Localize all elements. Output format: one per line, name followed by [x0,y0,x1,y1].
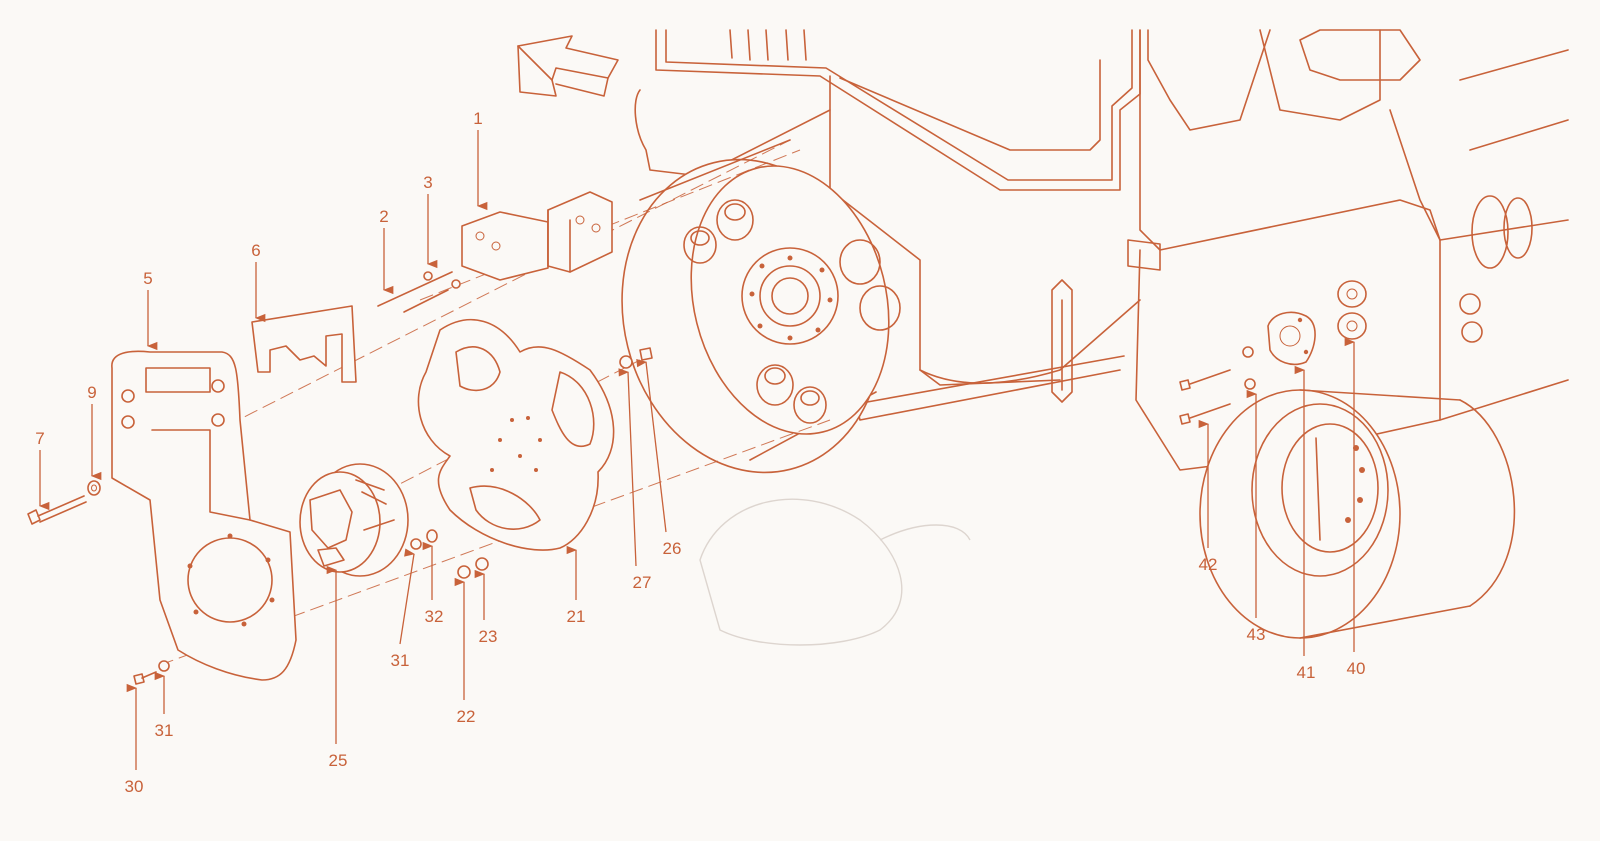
callout-32: 32 [425,607,444,626]
part-3-washer [423,271,461,289]
callout-2: 2 [379,207,388,226]
part-7-bolt [27,495,87,525]
part-43-washer [1242,346,1256,390]
part-25-hub-motor [299,463,409,577]
callout-1: 1 [473,109,482,128]
callout-40: 40 [1347,659,1366,678]
callout-42: 42 [1199,555,1218,574]
part-42-bolt [1179,369,1231,425]
callout-6: 6 [251,241,260,260]
part-40-bushing [1337,280,1367,340]
part-9-nut [87,480,101,496]
callout-21: 21 [567,607,586,626]
callout-5: 5 [143,269,152,288]
part-2-bolt [377,271,453,313]
callout-31-right: 31 [391,651,410,670]
part-1-bracket [461,191,613,281]
callout-31-left: 31 [155,721,174,740]
callout-3: 3 [423,173,432,192]
wheel-drum [621,139,901,474]
callout-7: 7 [35,429,44,448]
callout-leaders [38,130,1356,770]
part-21-disc [417,318,615,551]
callout-25: 25 [329,751,348,770]
part-5-plate [111,350,297,681]
callout-43: 43 [1247,625,1266,644]
truck-chassis-assembly [634,29,1141,421]
callout-labels: 1 2 3 5 6 7 9 21 22 23 25 26 27 30 31 31… [35,109,1365,796]
part-31-washer [158,538,422,672]
callout-27: 27 [633,573,652,592]
part-41-mount [1267,311,1316,366]
callout-26: 26 [663,539,682,558]
part-22-nut [457,565,471,579]
callout-23: 23 [479,627,498,646]
callout-41: 41 [1297,663,1316,682]
callout-9: 9 [87,383,96,402]
callout-22: 22 [457,707,476,726]
part-23-washer [475,557,489,571]
direction-arrow-icon [517,35,619,97]
part-32-nut [426,529,438,543]
part-30-bolt [133,671,157,685]
part-26-stud [639,347,653,361]
part-27-washer [619,355,633,369]
part-6-clip [251,305,357,383]
callout-30: 30 [125,777,144,796]
